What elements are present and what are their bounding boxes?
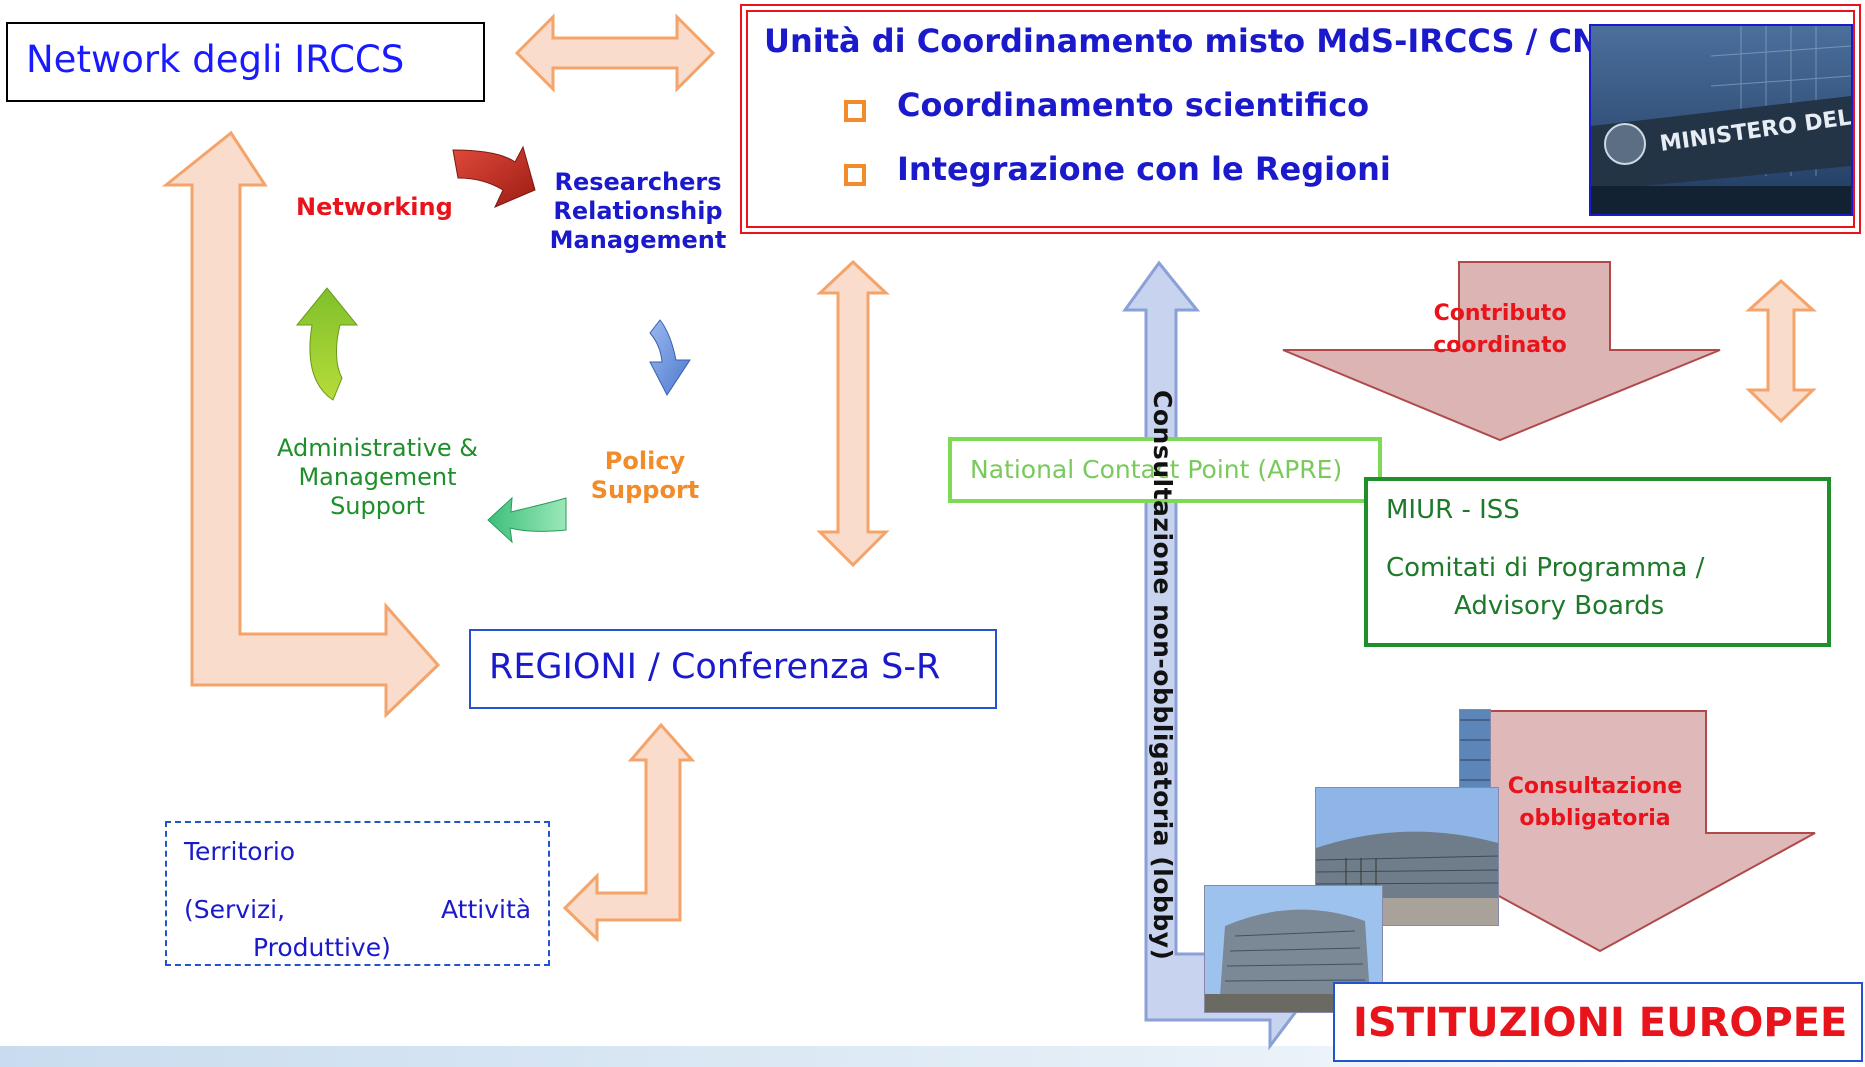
istituzioni-europee-label: ISTITUZIONI EUROPEE [1353,1000,1848,1046]
ncp-apre-box: National Contact Point (APRE) [948,437,1382,503]
unita-bullet-coordinamento: Coordinamento scientifico [897,86,1370,124]
l-arrow-network-regioni [161,130,441,719]
miur-iss-box: MIUR - ISS Comitati di Programma / Advis… [1364,477,1831,647]
l-arrow-territorio-regioni [562,722,696,943]
lobby-label: Consultazione non-obbligatoria (lobby) [1148,390,1177,961]
territorio-servizi: (Servizi, [184,895,286,924]
comitati-label: Comitati di Programma / [1386,553,1705,583]
regioni-box: REGIONI / Conferenza S-R [469,629,997,709]
regioni-label: REGIONI / Conferenza S-R [489,647,941,687]
consultazione-obbligatoria-label: Consultazione obbligatoria [1507,774,1683,831]
parliament-photo [1204,885,1383,1013]
policy-support-label: Policy Support [590,447,700,504]
double-arrow-unita-miur [1745,278,1817,424]
contributo-coordinato-label: Contributo coordinato [1433,301,1567,358]
policy-cycle-arrow [487,496,567,544]
network-irccs-label: Network degli IRCCS [26,38,405,81]
advisory-boards-label: Advisory Boards [1454,591,1665,621]
territorio-produttive: Produttive) [253,933,391,962]
networking-label: Networking [296,193,453,221]
network-irccs-box: Network degli IRCCS [6,22,485,102]
ministero-building-photo: MINISTERO DELLA SALUTE [1589,24,1853,216]
researchers-label: Researchers Relationship Management [549,168,727,254]
unita-coordinamento-box: Unità di Coordinamento misto MdS-IRCCS /… [740,4,1861,234]
territorio-attivita: Attività [441,895,532,924]
double-arrow-network-unita [514,13,716,93]
territorio-box: Territorio (Servizi, Attività Produttive… [165,821,550,966]
ncp-apre-label: National Contact Point (APRE) [970,455,1343,484]
networking-cycle-arrow [452,145,536,208]
istituzioni-europee-box: ISTITUZIONI EUROPEE [1333,982,1863,1062]
bullet-square-icon [844,164,866,186]
berlaymont-photo [1315,787,1499,926]
miur-iss-label: MIUR - ISS [1386,495,1520,525]
admin-cycle-arrow [295,287,359,401]
unita-title: Unità di Coordinamento misto MdS-IRCCS /… [764,22,1647,60]
researchers-cycle-arrow [649,319,691,396]
territorio-title: Territorio [184,837,296,866]
unita-bullet-integrazione: Integrazione con le Regioni [897,150,1391,188]
double-arrow-unita-regioni [816,259,890,568]
bullet-square-icon [844,100,866,122]
admin-management-label: Administrative & Management Support [276,434,479,520]
contributo-arrow [1282,261,1721,442]
